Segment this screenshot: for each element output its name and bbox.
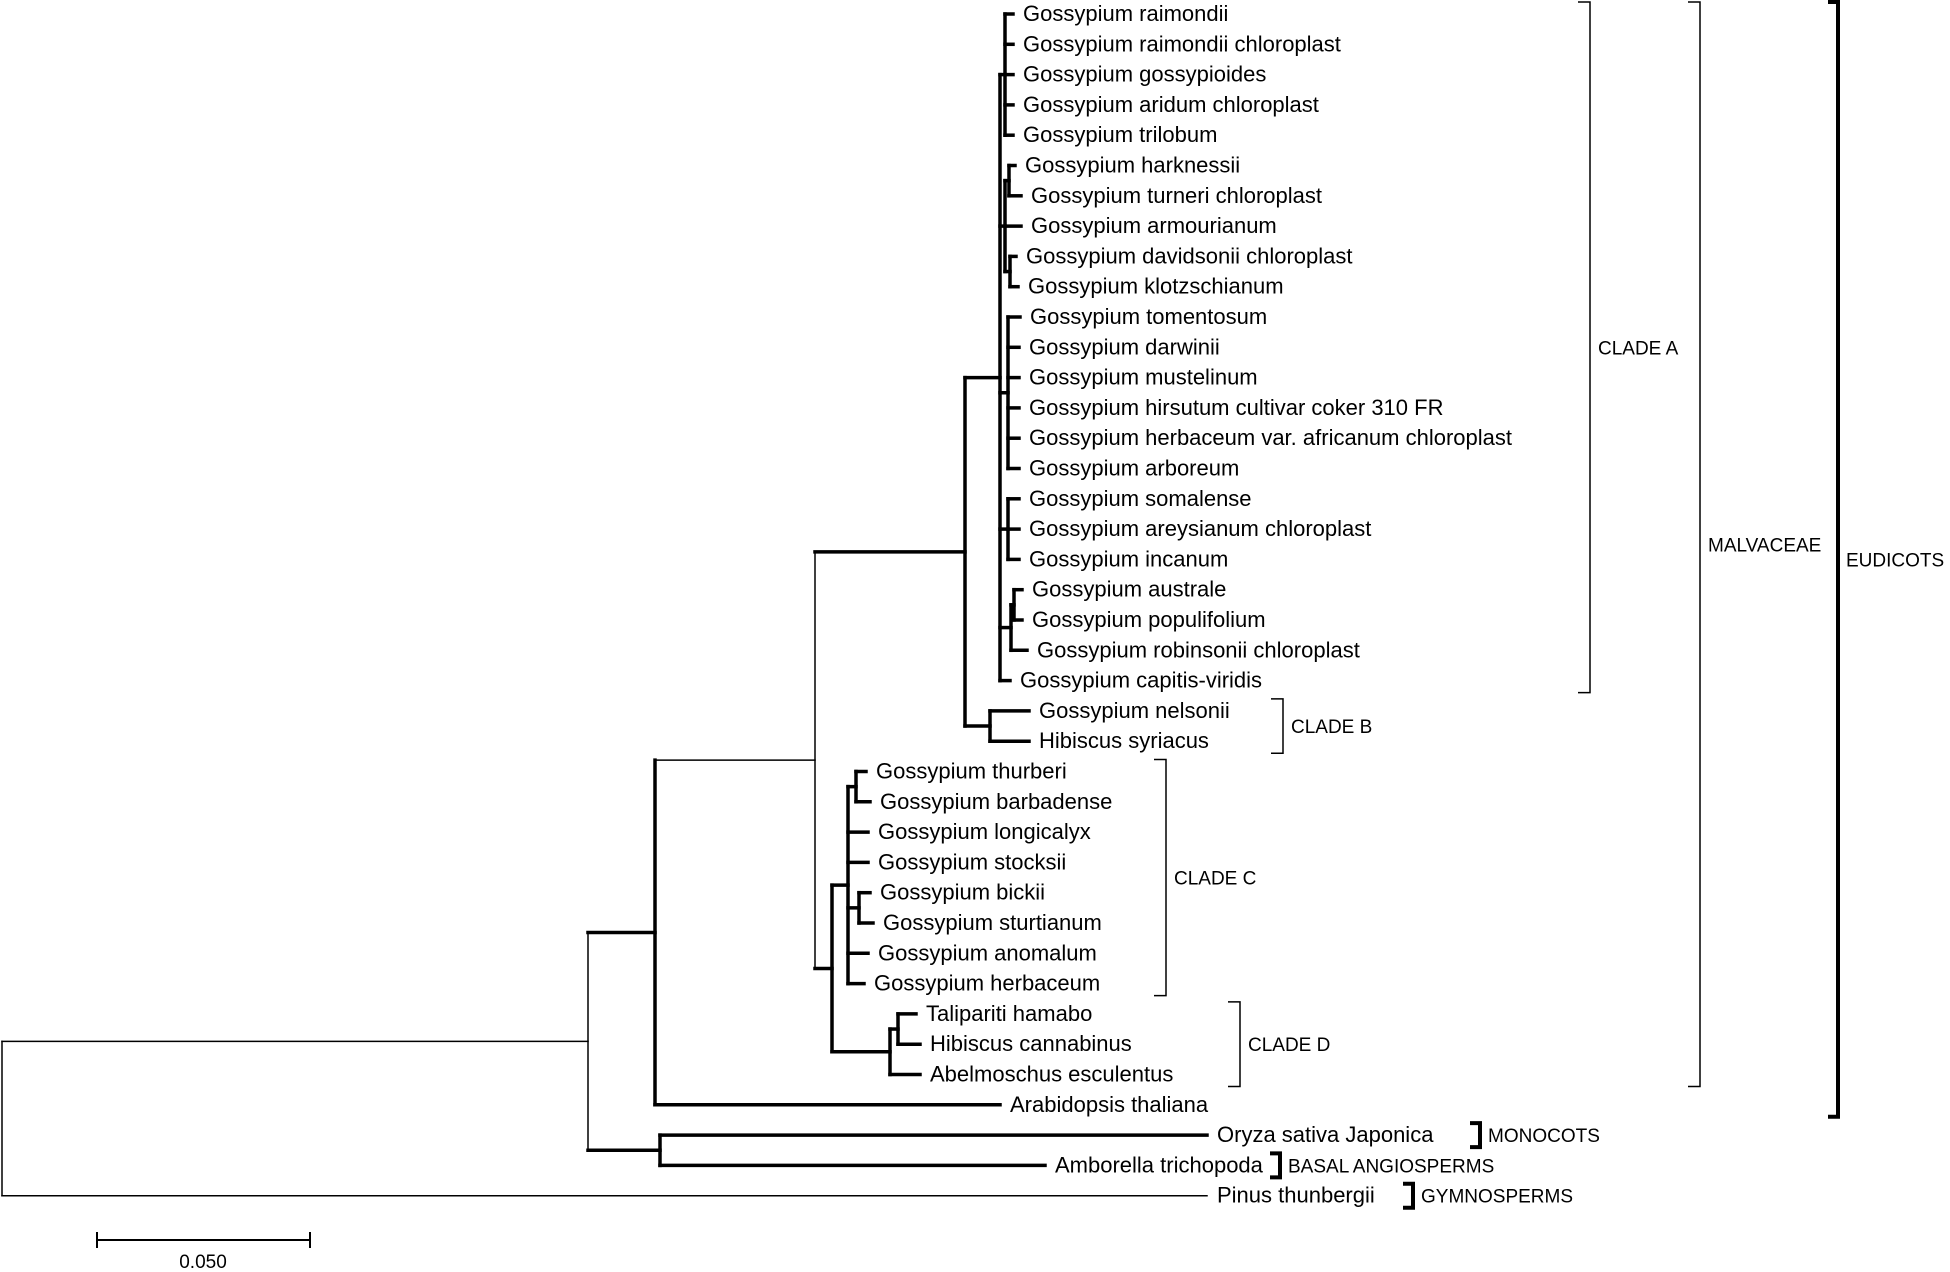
taxon-label: Amborella trichopoda [1055,1152,1264,1177]
taxon-label: Gossypium harknessii [1025,153,1240,178]
taxon-label: Gossypium raimondii [1023,1,1228,26]
taxon-label: Hibiscus cannabinus [930,1031,1132,1056]
group-label: BASAL ANGIOSPERMS [1288,1156,1494,1177]
taxon-label: Gossypium stocksii [878,849,1066,874]
taxon-label: Gossypium populifolium [1032,607,1266,632]
group-label: CLADE C [1174,869,1256,890]
taxon-label: Gossypium areysianum chloroplast [1029,516,1371,541]
taxon-label: Gossypium anomalum [878,940,1097,965]
taxon-label: Gossypium capitis-viridis [1020,668,1262,693]
group-label: GYMNOSPERMS [1421,1187,1573,1208]
scale-bar: 0.050 [96,1232,311,1272]
group-label: CLADE B [1291,717,1372,738]
taxon-label: Gossypium herbaceum var. africanum chlor… [1029,425,1512,450]
taxon-label: Gossypium sturtianum [883,910,1102,935]
taxon-label: Talipariti hamabo [926,1001,1092,1026]
scale-bar-label: 0.050 [179,1252,227,1272]
taxon-label: Gossypium davidsonii chloroplast [1026,243,1353,268]
taxon-label: Gossypium darwinii [1029,334,1220,359]
taxon-label: Abelmoschus esculentus [930,1062,1173,1087]
taxon-label: Gossypium aridum chloroplast [1023,92,1319,117]
taxon-label: Gossypium armourianum [1031,213,1277,238]
group-bracket [1271,698,1284,754]
taxon-label: Gossypium raimondii chloroplast [1023,31,1341,56]
tree-branches [1,12,1209,1197]
group-bracket [1828,0,1840,1119]
taxon-label: Gossypium incanum [1029,546,1228,571]
taxon-label: Gossypium tomentosum [1030,304,1267,329]
taxon-label: Gossypium bickii [880,880,1045,905]
taxon-label: Gossypium herbaceum [874,971,1100,996]
taxon-label: Gossypium somalense [1029,486,1252,511]
taxon-label: Arabidopsis thaliana [1010,1092,1209,1117]
taxon-label: Gossypium mustelinum [1029,365,1258,390]
taxon-label: Gossypium robinsonii chloroplast [1037,637,1360,662]
group-bracket [1403,1181,1415,1210]
taxon-label: Gossypium barbadense [880,789,1112,814]
group-label: MONOCOTS [1488,1126,1600,1147]
group-bracket [1470,1121,1482,1150]
group-bracket [1228,1001,1241,1088]
taxon-label: Gossypium thurberi [876,759,1067,784]
taxon-label: Gossypium trilobum [1023,122,1217,147]
taxon-label: Gossypium nelsonii [1039,698,1230,723]
taxon-label: Gossypium longicalyx [878,819,1091,844]
group-bracket [1154,758,1167,997]
group-bracket [1578,1,1591,694]
group-brackets: CLADE A CLADE B CLADE C CLADE D MALVACEAE EUD… [1154,0,1944,1210]
taxon-label: Gossypium australe [1032,577,1226,602]
taxon-label: Gossypium hirsutum cultivar coker 310 FR [1029,395,1443,420]
taxon-label: Gossypium arboreum [1029,456,1239,481]
group-label: CLADE D [1248,1035,1330,1056]
group-label: MALVACEAE [1708,535,1821,556]
taxon-label: Hibiscus syriacus [1039,728,1209,753]
taxon-label: Pinus thunbergii [1217,1183,1375,1208]
group-label: EUDICOTS [1846,550,1944,571]
taxon-label: Gossypium gossypioides [1023,62,1266,87]
group-bracket [1688,1,1701,1088]
taxon-label: Gossypium klotzschianum [1028,274,1284,299]
group-label: CLADE A [1598,338,1679,359]
taxon-label: Gossypium turneri chloroplast [1031,183,1322,208]
group-bracket [1270,1151,1282,1180]
taxon-label: Oryza sativa Japonica [1217,1122,1434,1147]
